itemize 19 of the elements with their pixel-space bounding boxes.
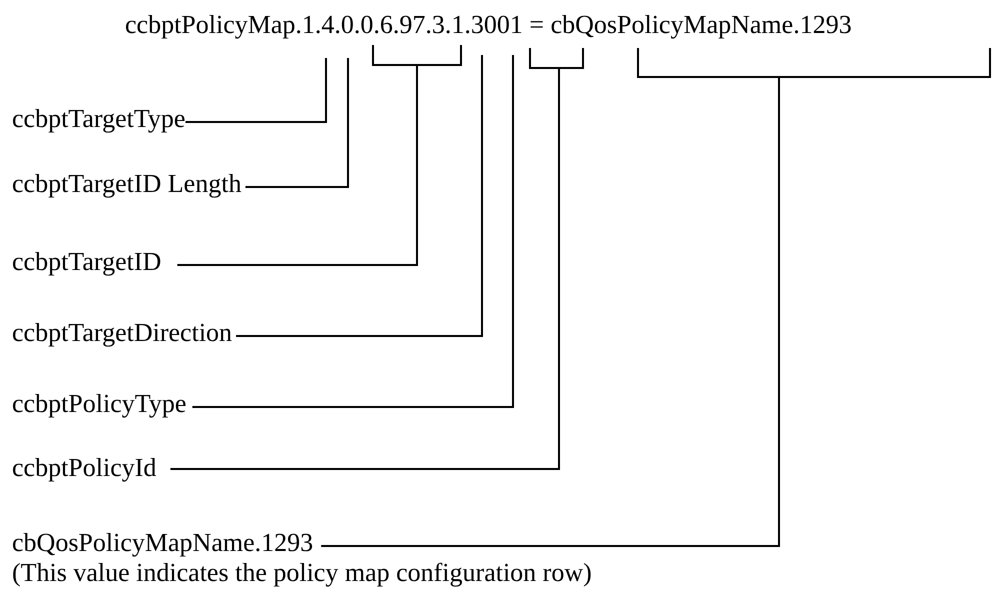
field-label: ccbptTargetDirection (12, 318, 232, 348)
oid-expression: ccbptPolicyMap.1.4.0.0.6.97.3.1.3001 = cbQosPolicyMapName.1293 (125, 10, 852, 40)
note-text: (This value indicates the policy map configuration row) (12, 558, 592, 588)
field-label: ccbptPolicyId (12, 453, 156, 483)
leader-line (321, 77, 780, 547)
leader-line (236, 55, 483, 337)
field-label: ccbptPolicyType (12, 389, 186, 419)
field-label: ccbptTargetID (12, 247, 162, 277)
leader-line (245, 58, 349, 188)
leader-line (185, 58, 327, 123)
field-label: cbQosPolicyMapName.1293 (12, 528, 314, 558)
leader-line (177, 65, 418, 266)
bracket (637, 48, 991, 78)
bracket (529, 48, 584, 69)
leader-line (192, 55, 514, 408)
leader-line (170, 68, 560, 470)
field-label: ccbptTargetType (12, 104, 186, 134)
field-label: ccbptTargetID Length (12, 169, 242, 199)
bracket (372, 45, 462, 66)
